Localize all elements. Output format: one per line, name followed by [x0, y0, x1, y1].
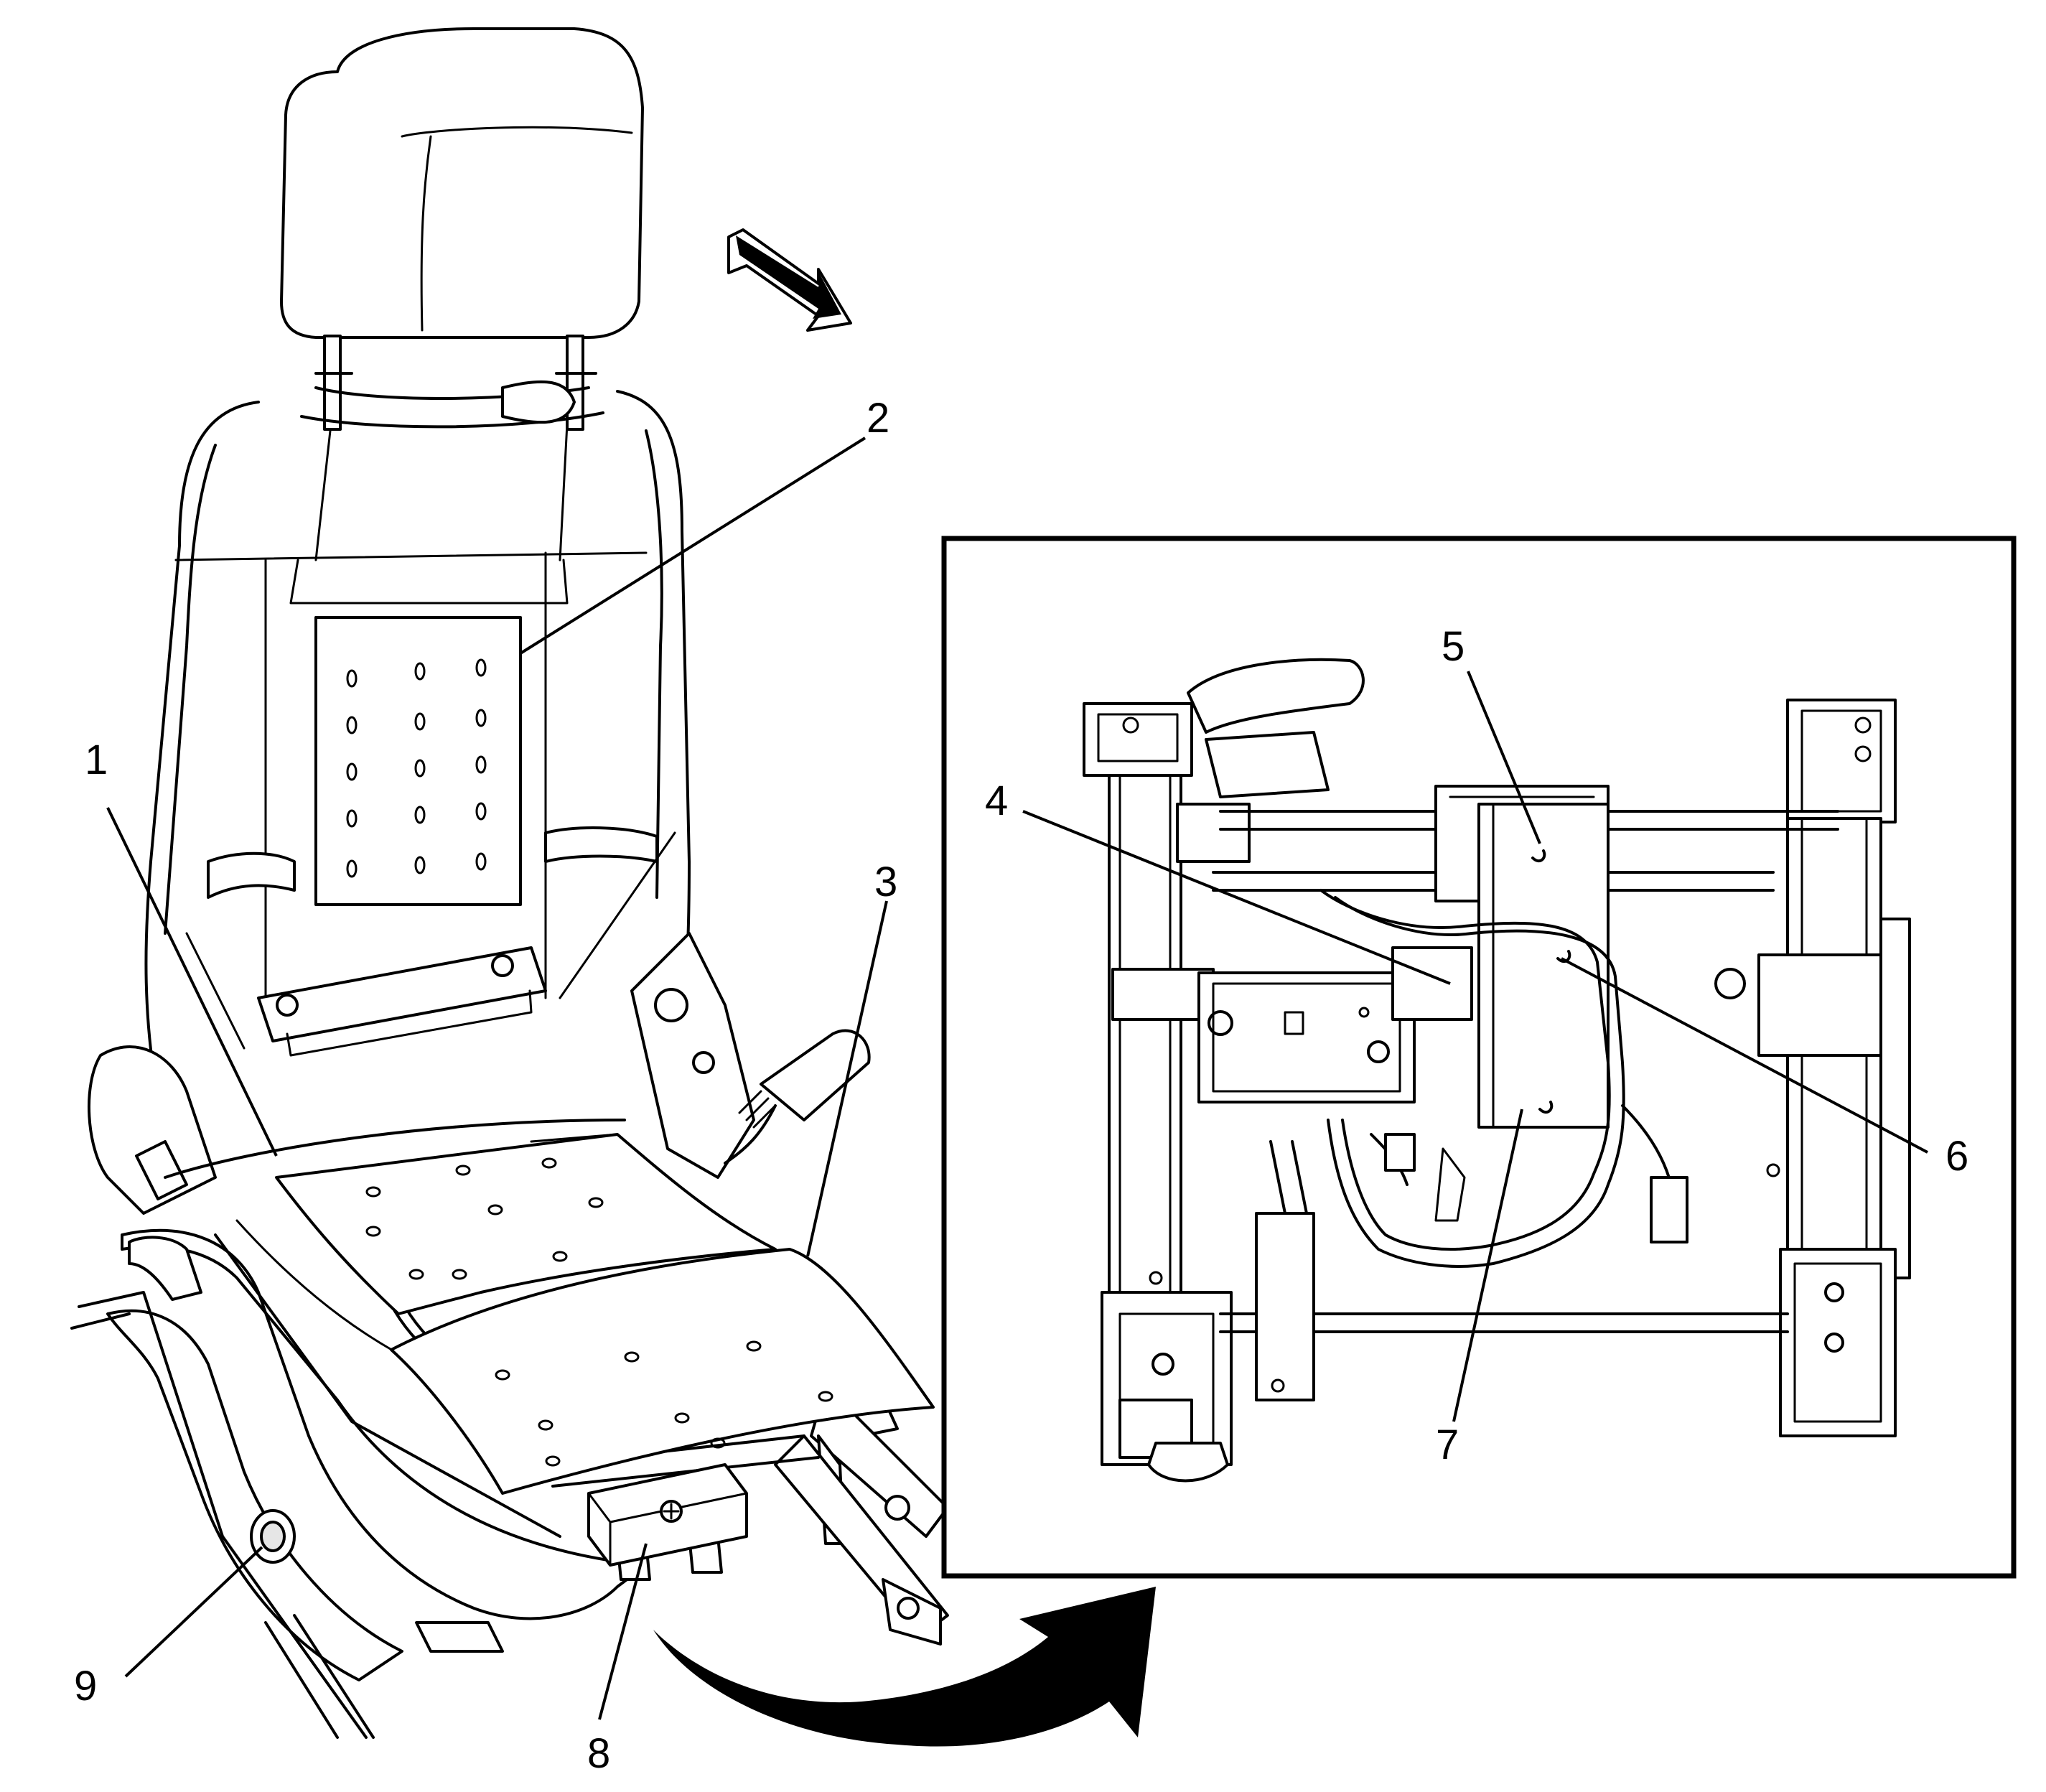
- sensor-mat-holes: [346, 658, 487, 878]
- seat-module: [587, 1463, 748, 1567]
- cushion-sensor-mat-front: [390, 1248, 935, 1495]
- front-direction-arrow-icon: [727, 228, 852, 332]
- seat-assembly: [70, 27, 1156, 1747]
- headrest: [280, 27, 644, 431]
- inset-detail-view: [941, 536, 2017, 1579]
- curved-flip-arrow-icon: [653, 1587, 1156, 1747]
- callout-8: 8: [587, 1730, 610, 1777]
- inset-harness-module: [1197, 946, 1473, 1103]
- leader-lines: [106, 437, 1928, 1720]
- recliner-and-buckle: [630, 932, 871, 1179]
- inset-lower-crossbar: [1147, 1140, 1789, 1483]
- front-mat-holes: [495, 1340, 833, 1467]
- callout-1: 1: [85, 737, 108, 783]
- callout-9: 9: [74, 1663, 97, 1709]
- callout-7: 7: [1436, 1422, 1459, 1468]
- inset-left-rail: [1083, 702, 1233, 1466]
- callout-4: 4: [985, 778, 1008, 824]
- callout-5: 5: [1442, 623, 1465, 670]
- inset-center-plate: [1477, 803, 1610, 1129]
- callout-2: 2: [866, 395, 889, 442]
- callout-labels: 1 2 3 4 5 6 7 8 9: [74, 395, 1968, 1777]
- callout-6: 6: [1945, 1133, 1968, 1180]
- callout-3: 3: [874, 859, 897, 905]
- inset-wiring-harness: [1319, 889, 1688, 1268]
- cushion-sensor-mat-rear: [275, 1133, 777, 1315]
- seatback-sensor-mat: [314, 616, 522, 906]
- rear-mat-holes: [365, 1157, 604, 1280]
- inset-right-rail: [1714, 699, 1911, 1437]
